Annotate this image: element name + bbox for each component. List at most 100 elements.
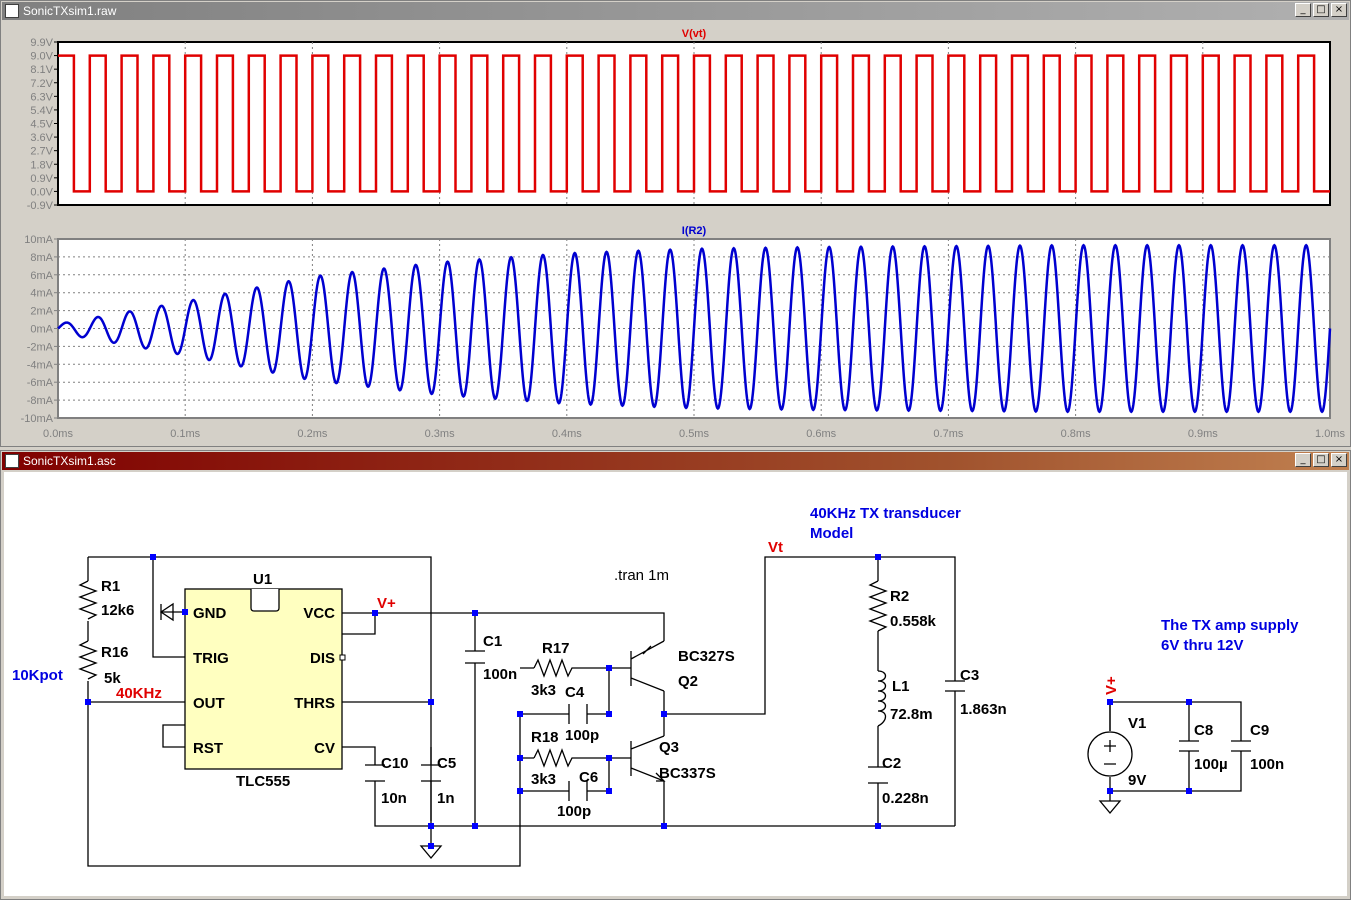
supply-note-line2[interactable]: 6V thru 12V <box>1161 637 1244 654</box>
close-button[interactable]: × <box>1331 3 1347 17</box>
r17-value[interactable]: 3k3 <box>531 682 556 699</box>
x-tick-label: 0.2ms <box>297 428 327 440</box>
r18-ref[interactable]: R18 <box>531 729 559 746</box>
pin-vcc-label: VCC <box>303 605 335 622</box>
pot-note[interactable]: 10Kpot <box>12 667 63 684</box>
current-trace-label[interactable]: I(R2) <box>682 225 707 237</box>
supply-vplus-label[interactable]: V+ <box>1103 676 1120 695</box>
net-vplus-label[interactable]: V+ <box>377 595 396 612</box>
freq-note[interactable]: 40KHz <box>116 685 162 702</box>
c8-ref[interactable]: C8 <box>1194 722 1213 739</box>
c9-value[interactable]: 100n <box>1250 756 1284 773</box>
u1-ref[interactable]: U1 <box>253 571 272 588</box>
c8-value[interactable]: 100µ <box>1194 756 1228 773</box>
r1-symbol <box>78 580 98 620</box>
c9-ref[interactable]: C9 <box>1250 722 1269 739</box>
voltage-tick-label: 4.5V <box>30 119 53 131</box>
c10-value[interactable]: 10n <box>381 790 407 807</box>
r17-ref[interactable]: R17 <box>542 640 570 657</box>
minimize-button[interactable]: _ <box>1295 3 1311 17</box>
junction-dots <box>85 554 1192 849</box>
c2-ref[interactable]: C2 <box>882 755 901 772</box>
voltage-tick-label: 5.4V <box>30 105 53 117</box>
c10-ref[interactable]: C10 <box>381 755 409 772</box>
v1-symbol <box>1087 731 1133 777</box>
maximize-button[interactable]: □ <box>1313 453 1329 467</box>
voltage-tick-label: 0.9V <box>30 173 53 185</box>
u1-part[interactable]: TLC555 <box>236 773 290 790</box>
q3-ref[interactable]: Q3 <box>659 739 679 756</box>
pin-gnd-label: GND <box>193 605 227 622</box>
c4-symbol <box>568 704 588 724</box>
pin-dis-label: DIS <box>310 650 335 667</box>
model-note-line2[interactable]: Model <box>810 525 853 542</box>
c6-value[interactable]: 100p <box>557 803 591 820</box>
r2-value[interactable]: 0.558k <box>890 613 937 630</box>
c1-symbol <box>465 650 485 664</box>
c1-value[interactable]: 100n <box>483 666 517 683</box>
c9-symbol <box>1231 740 1251 752</box>
q2-part[interactable]: BC327S <box>678 648 735 665</box>
schematic-titlebar[interactable]: SonicTXsim1.asc _ □ × <box>2 452 1349 470</box>
voltage-tick-label: 6.3V <box>30 91 53 103</box>
close-button[interactable]: × <box>1331 453 1347 467</box>
r17-symbol <box>533 658 580 678</box>
c3-symbol <box>945 680 965 692</box>
c3-ref[interactable]: C3 <box>960 667 979 684</box>
c2-value[interactable]: 0.228n <box>882 790 929 807</box>
c4-ref[interactable]: C4 <box>565 684 585 701</box>
plot-svg[interactable]: V(vt) I(R2) 9.9V 9.0V8.1V 7.2V6.3V 5.4V 4.5V… <box>4 22 1349 445</box>
q2-ref[interactable]: Q2 <box>678 673 698 690</box>
voltage-axis-ticks: 9.9V9.0V8.1V7.2V6.3V5.4V4.5V3.6V2.7V1.8V… <box>27 37 58 212</box>
c6-symbol <box>568 781 588 801</box>
c5-value[interactable]: 1n <box>437 790 455 807</box>
q3-symbol <box>630 735 666 782</box>
c10-symbol <box>365 764 385 782</box>
voltage-tick-label: 8.1V <box>30 64 53 76</box>
v1-ref[interactable]: V1 <box>1128 715 1146 732</box>
voltage-tick-label: 9.0V <box>30 51 53 63</box>
schematic-svg[interactable]: U1 GND TRIG OUT RST VCC DIS THRS CV TLC5… <box>4 472 1349 898</box>
waveform-titlebar[interactable]: SonicTXsim1.raw _ □ × <box>2 2 1349 20</box>
c5-ref[interactable]: C5 <box>437 755 456 772</box>
r18-value[interactable]: 3k3 <box>531 771 556 788</box>
c3-value[interactable]: 1.863n <box>960 701 1007 718</box>
pin-cv-label: CV <box>314 740 335 757</box>
tran-directive[interactable]: .tran 1m <box>614 567 669 584</box>
net-vt-label[interactable]: Vt <box>768 539 783 556</box>
c1-ref[interactable]: C1 <box>483 633 502 650</box>
ground-symbol-3 <box>159 602 174 622</box>
voltage-trace-label[interactable]: V(vt) <box>682 28 707 40</box>
voltage-tick-label: 7.2V <box>30 78 53 90</box>
maximize-button[interactable]: □ <box>1313 3 1329 17</box>
q3-part[interactable]: BC337S <box>659 765 716 782</box>
x-tick-label: 1.0ms <box>1315 428 1345 440</box>
r1-value[interactable]: 12k6 <box>101 602 134 619</box>
pin-out-label: OUT <box>193 695 225 712</box>
schematic-canvas[interactable]: U1 GND TRIG OUT RST VCC DIS THRS CV TLC5… <box>4 472 1347 896</box>
r16-ref[interactable]: R16 <box>101 644 129 661</box>
voltage-trace[interactable] <box>58 54 1330 193</box>
waveform-window[interactable]: SonicTXsim1.raw _ □ × V(vt) I(R2) 9.9V 9.… <box>0 0 1351 447</box>
model-note-line1[interactable]: 40KHz TX transducer <box>810 505 961 522</box>
current-tick-label: 10mA <box>24 234 53 246</box>
v1-value[interactable]: 9V <box>1128 772 1146 789</box>
voltage-tick-label: 3.6V <box>30 132 53 144</box>
voltage-tick-label: 9.9V <box>30 37 53 49</box>
supply-note-line1[interactable]: The TX amp supply <box>1161 617 1299 634</box>
current-trace[interactable] <box>57 243 1332 414</box>
schematic-window[interactable]: SonicTXsim1.asc _ □ × <box>0 450 1351 900</box>
minimize-button[interactable]: _ <box>1295 453 1311 467</box>
c4-value[interactable]: 100p <box>565 727 599 744</box>
l1-ref[interactable]: L1 <box>892 678 910 695</box>
r16-symbol <box>78 640 98 680</box>
r2-ref[interactable]: R2 <box>890 588 909 605</box>
c6-ref[interactable]: C6 <box>579 769 598 786</box>
r1-ref[interactable]: R1 <box>101 578 120 595</box>
l1-value[interactable]: 72.8m <box>890 706 933 723</box>
r18-symbol <box>533 748 580 768</box>
r16-value[interactable]: 5k <box>104 670 121 687</box>
